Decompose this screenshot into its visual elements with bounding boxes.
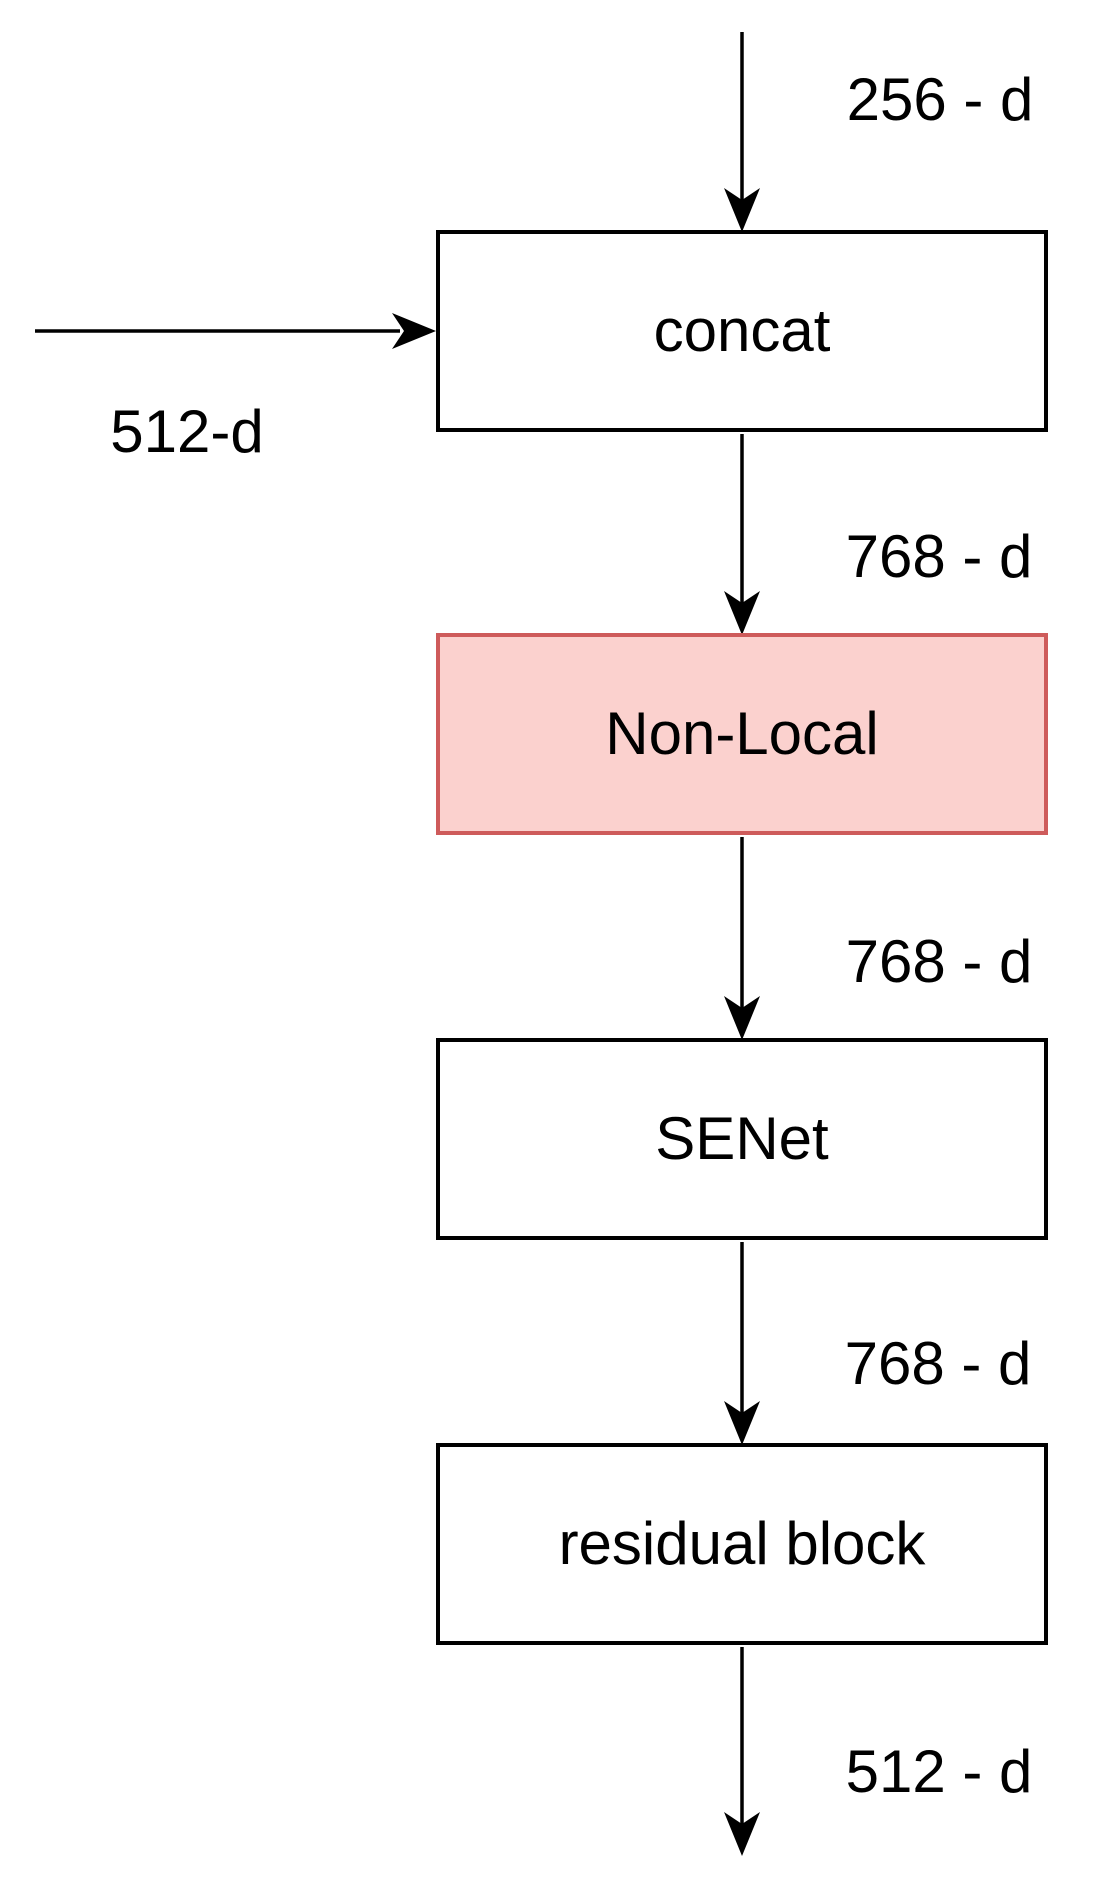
node-non-local: Non-Local [436, 633, 1048, 835]
node-senet-label: SENet [655, 1105, 829, 1172]
arrowhead-down-icon [724, 188, 760, 232]
arrowhead-down-icon [724, 1812, 760, 1856]
node-non-local-label: Non-Local [605, 700, 879, 767]
node-residual-block: residual block [436, 1443, 1048, 1645]
arrow-senet-to-residual [724, 1242, 760, 1445]
node-concat: concat [436, 230, 1048, 432]
arrow-nonlocal-to-senet [724, 837, 760, 1040]
arrowhead-down-icon [724, 996, 760, 1040]
arrow-input-left [35, 313, 436, 349]
arrowhead-down-icon [724, 591, 760, 635]
edge-label-nonlocal-to-senet: 768 - d [845, 928, 1033, 995]
edge-label-input-top: 256 - d [846, 66, 1034, 133]
arrow-concat-to-nonlocal [724, 434, 760, 635]
node-residual-block-label: residual block [558, 1510, 926, 1577]
edge-label-input-left: 512-d [110, 398, 264, 465]
edge-label-senet-to-residual: 768 - d [844, 1330, 1032, 1397]
node-senet: SENet [436, 1038, 1048, 1240]
arrow-input-top [724, 32, 760, 232]
edge-label-concat-to-nonlocal: 768 - d [845, 523, 1033, 590]
arrow-output-bottom [724, 1647, 760, 1856]
edge-label-output-bottom: 512 - d [845, 1738, 1033, 1805]
arrowhead-right-icon [392, 313, 436, 349]
arrowhead-down-icon [724, 1401, 760, 1445]
node-concat-label: concat [653, 297, 831, 364]
